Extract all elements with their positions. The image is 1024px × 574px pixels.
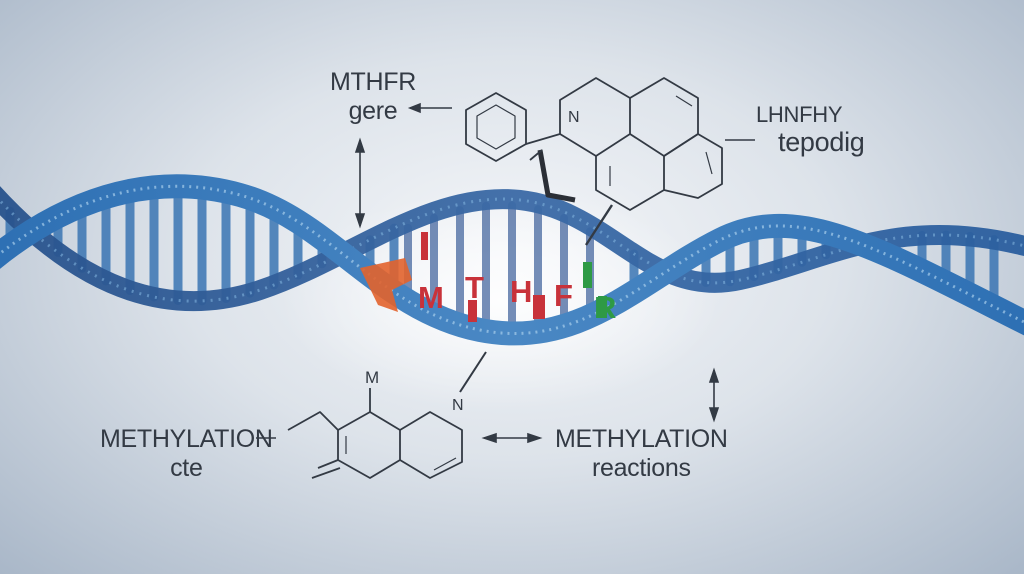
dna-strand-front-texture bbox=[0, 184, 1024, 336]
mark-red-2 bbox=[468, 300, 477, 322]
mark-green-2 bbox=[598, 296, 607, 318]
dna-letter-group: M T H F R bbox=[418, 270, 616, 325]
dna-letter-h: H bbox=[510, 274, 532, 309]
dna-letter-t: T bbox=[465, 270, 484, 305]
molecule-bottom bbox=[287, 388, 463, 479]
center-glow bbox=[280, 190, 720, 410]
label-methylation-cte-line1: METHYLATION bbox=[100, 425, 273, 453]
label-lhnfhy-line1: LHNFHY bbox=[756, 102, 843, 127]
pointer-molecule-to-dna bbox=[584, 204, 614, 246]
label-methylation-cte: METHYLATION cte bbox=[100, 425, 273, 483]
label-lhnfhy-line2: tepodig bbox=[778, 127, 865, 158]
mark-green-1 bbox=[583, 262, 592, 288]
connectors bbox=[256, 102, 755, 444]
label-mthfr-gene-line2: gere bbox=[348, 96, 398, 125]
dna-letter-f: F bbox=[554, 278, 573, 313]
label-mthfr-gene: MTHFR gere bbox=[330, 68, 416, 126]
molecule-top bbox=[465, 77, 723, 211]
atom-m: M bbox=[365, 368, 379, 387]
pointer-n-to-dna bbox=[459, 351, 487, 393]
mark-red-3 bbox=[533, 295, 545, 319]
label-methylation-reactions-line2: reactions bbox=[591, 453, 691, 482]
dna-letter-r: R bbox=[594, 290, 616, 325]
label-mthfr-gene-line1: MTHFR bbox=[330, 68, 416, 96]
dna-letter-m: M bbox=[418, 280, 444, 315]
label-methylation-reactions-line1: METHYLATION bbox=[555, 425, 728, 453]
mark-red-1 bbox=[421, 232, 428, 260]
dna-strand-back-texture bbox=[0, 197, 1024, 303]
atom-n-mid: N bbox=[452, 397, 464, 414]
atom-n-top: N bbox=[568, 109, 580, 126]
label-methylation-reactions: METHYLATION reactions bbox=[555, 425, 728, 483]
orange-marker-icon bbox=[360, 258, 412, 312]
label-methylation-cte-line2: cte bbox=[170, 453, 203, 482]
label-lhnfhy: LHNFHY tepodig bbox=[756, 102, 865, 158]
